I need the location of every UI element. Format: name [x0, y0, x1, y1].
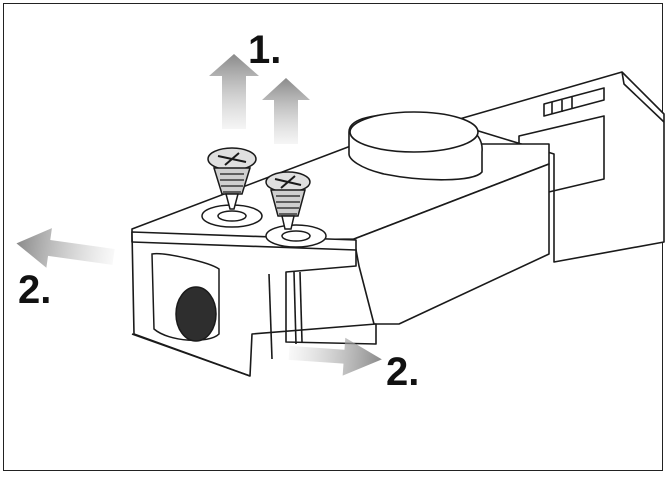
step-1-label: 1. [248, 28, 282, 72]
diagram-frame [3, 3, 665, 471]
arrow-right [288, 337, 382, 376]
rear-connector-housing [448, 71, 665, 263]
step-2-right-label: 2. [386, 350, 420, 394]
arrow-left [16, 228, 115, 268]
arrow-up-right [262, 78, 310, 144]
screw-left [207, 147, 257, 210]
step-2-left-label: 2. [18, 268, 52, 312]
front-socket [151, 253, 220, 342]
connector-illustration [16, 54, 665, 377]
arrow-up-left [209, 54, 259, 129]
oval-boss [348, 111, 483, 181]
screw-holes [201, 204, 327, 248]
screw-right [265, 171, 311, 230]
